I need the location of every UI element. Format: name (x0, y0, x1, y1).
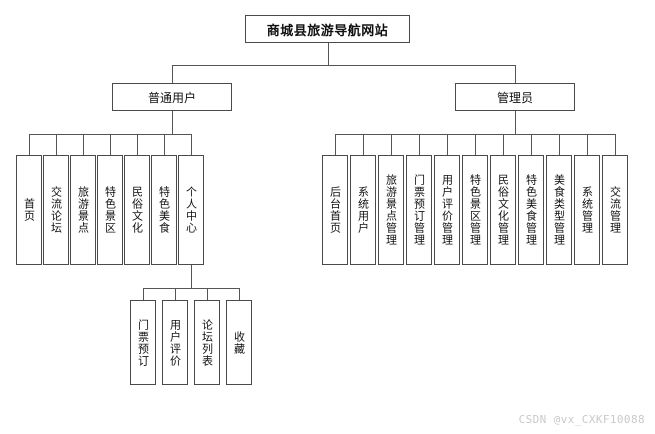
leaf-node-personal-center-2-label: 论坛列表 (200, 318, 214, 367)
leaf-node-regular-user-2[interactable]: 旅游景点 (70, 155, 96, 265)
leaf-node-administrator-2-label: 旅游景点管理 (384, 174, 398, 246)
leaf-node-administrator-4-label: 用户评价管理 (440, 174, 454, 246)
leaf-node-regular-user-3[interactable]: 特色景区 (97, 155, 123, 265)
connector-drop-regular-user-5 (164, 134, 165, 155)
leaf-node-regular-user-1-label: 交流论坛 (49, 186, 63, 234)
leaf-node-regular-user-2-label: 旅游景点 (76, 186, 90, 234)
connector-to-administrator (515, 65, 516, 83)
leaf-node-administrator-8-label: 美食类型管理 (552, 174, 566, 246)
root-node-label: 商城县旅游导航网站 (266, 23, 389, 39)
connector-drop-administrator-2 (391, 134, 392, 155)
leaf-node-administrator-10-label: 交流管理 (608, 186, 622, 234)
connector-stem-administrator (515, 111, 516, 134)
branch-node-administrator[interactable]: 管理员 (455, 83, 575, 111)
branch-node-administrator-label: 管理员 (496, 90, 533, 105)
branch-node-regular-user-label: 普通用户 (147, 90, 196, 105)
connector-root-bus (172, 65, 515, 66)
leaf-node-regular-user-5[interactable]: 特色美食 (151, 155, 177, 265)
connector-drop-administrator-5 (475, 134, 476, 155)
leaf-node-personal-center-1-label: 用户评价 (168, 318, 182, 367)
leaf-node-regular-user-5-label: 特色美食 (157, 186, 171, 234)
leaf-node-administrator-2[interactable]: 旅游景点管理 (378, 155, 404, 265)
connector-drop-regular-user-3 (110, 134, 111, 155)
connector-drop-administrator-4 (447, 134, 448, 155)
leaf-node-personal-center-2[interactable]: 论坛列表 (194, 300, 220, 385)
connector-drop-administrator-3 (419, 134, 420, 155)
leaf-node-administrator-10[interactable]: 交流管理 (602, 155, 628, 265)
leaf-node-administrator-7[interactable]: 特色美食管理 (518, 155, 544, 265)
leaf-node-administrator-3[interactable]: 门票预订管理 (406, 155, 432, 265)
leaf-node-regular-user-4-label: 民俗文化 (130, 186, 144, 234)
connector-drop-regular-user-2 (83, 134, 84, 155)
connector-drop-personal-center-1 (175, 288, 176, 300)
connector-drop-regular-user-1 (56, 134, 57, 155)
connector-drop-administrator-10 (615, 134, 616, 155)
branch-node-regular-user[interactable]: 普通用户 (112, 83, 232, 111)
connector-bus-personal-center (143, 288, 239, 289)
connector-drop-administrator-1 (363, 134, 364, 155)
leaf-node-regular-user-4[interactable]: 民俗文化 (124, 155, 150, 265)
leaf-node-administrator-8[interactable]: 美食类型管理 (546, 155, 572, 265)
leaf-node-regular-user-3-label: 特色景区 (103, 186, 117, 234)
leaf-node-administrator-9[interactable]: 系统管理 (574, 155, 600, 265)
connector-stem-personal-center (191, 265, 192, 288)
connector-drop-administrator-6 (503, 134, 504, 155)
connector-drop-regular-user-6 (191, 134, 192, 155)
leaf-node-regular-user-6[interactable]: 个人中心 (178, 155, 204, 265)
leaf-node-regular-user-0[interactable]: 首页 (16, 155, 42, 265)
connector-drop-regular-user-0 (29, 134, 30, 155)
connector-to-regular-user (172, 65, 173, 83)
leaf-node-administrator-3-label: 门票预订管理 (412, 174, 426, 246)
leaf-node-administrator-9-label: 系统管理 (580, 186, 594, 234)
connector-drop-administrator-0 (335, 134, 336, 155)
leaf-node-regular-user-1[interactable]: 交流论坛 (43, 155, 69, 265)
leaf-node-administrator-6-label: 民俗文化管理 (496, 174, 510, 246)
watermark: CSDN @vx_CXKF10088 (518, 413, 645, 426)
leaf-node-regular-user-0-label: 首页 (22, 198, 36, 222)
leaf-node-administrator-0-label: 后台首页 (328, 186, 342, 234)
connector-drop-regular-user-4 (137, 134, 138, 155)
root-node: 商城县旅游导航网站 (245, 15, 410, 43)
connector-drop-personal-center-0 (143, 288, 144, 300)
leaf-node-administrator-0[interactable]: 后台首页 (322, 155, 348, 265)
leaf-node-personal-center-1[interactable]: 用户评价 (162, 300, 188, 385)
leaf-node-administrator-4[interactable]: 用户评价管理 (434, 155, 460, 265)
leaf-node-administrator-5-label: 特色景区管理 (468, 174, 482, 246)
leaf-node-personal-center-0-label: 门票预订 (136, 318, 150, 367)
connector-drop-personal-center-3 (239, 288, 240, 300)
connector-drop-administrator-9 (587, 134, 588, 155)
leaf-node-personal-center-3[interactable]: 收藏 (226, 300, 252, 385)
connector-stem-regular-user (172, 111, 173, 134)
leaf-node-administrator-5[interactable]: 特色景区管理 (462, 155, 488, 265)
connector-root-stem (327, 43, 329, 65)
leaf-node-administrator-1-label: 系统用户 (356, 186, 370, 234)
leaf-node-personal-center-0[interactable]: 门票预订 (130, 300, 156, 385)
connector-drop-personal-center-2 (207, 288, 208, 300)
leaf-node-administrator-1[interactable]: 系统用户 (350, 155, 376, 265)
connector-drop-administrator-8 (559, 134, 560, 155)
leaf-node-administrator-6[interactable]: 民俗文化管理 (490, 155, 516, 265)
leaf-node-regular-user-6-label: 个人中心 (184, 186, 198, 234)
leaf-node-personal-center-3-label: 收藏 (232, 330, 246, 355)
connector-drop-administrator-7 (531, 134, 532, 155)
leaf-node-administrator-7-label: 特色美食管理 (524, 174, 538, 246)
